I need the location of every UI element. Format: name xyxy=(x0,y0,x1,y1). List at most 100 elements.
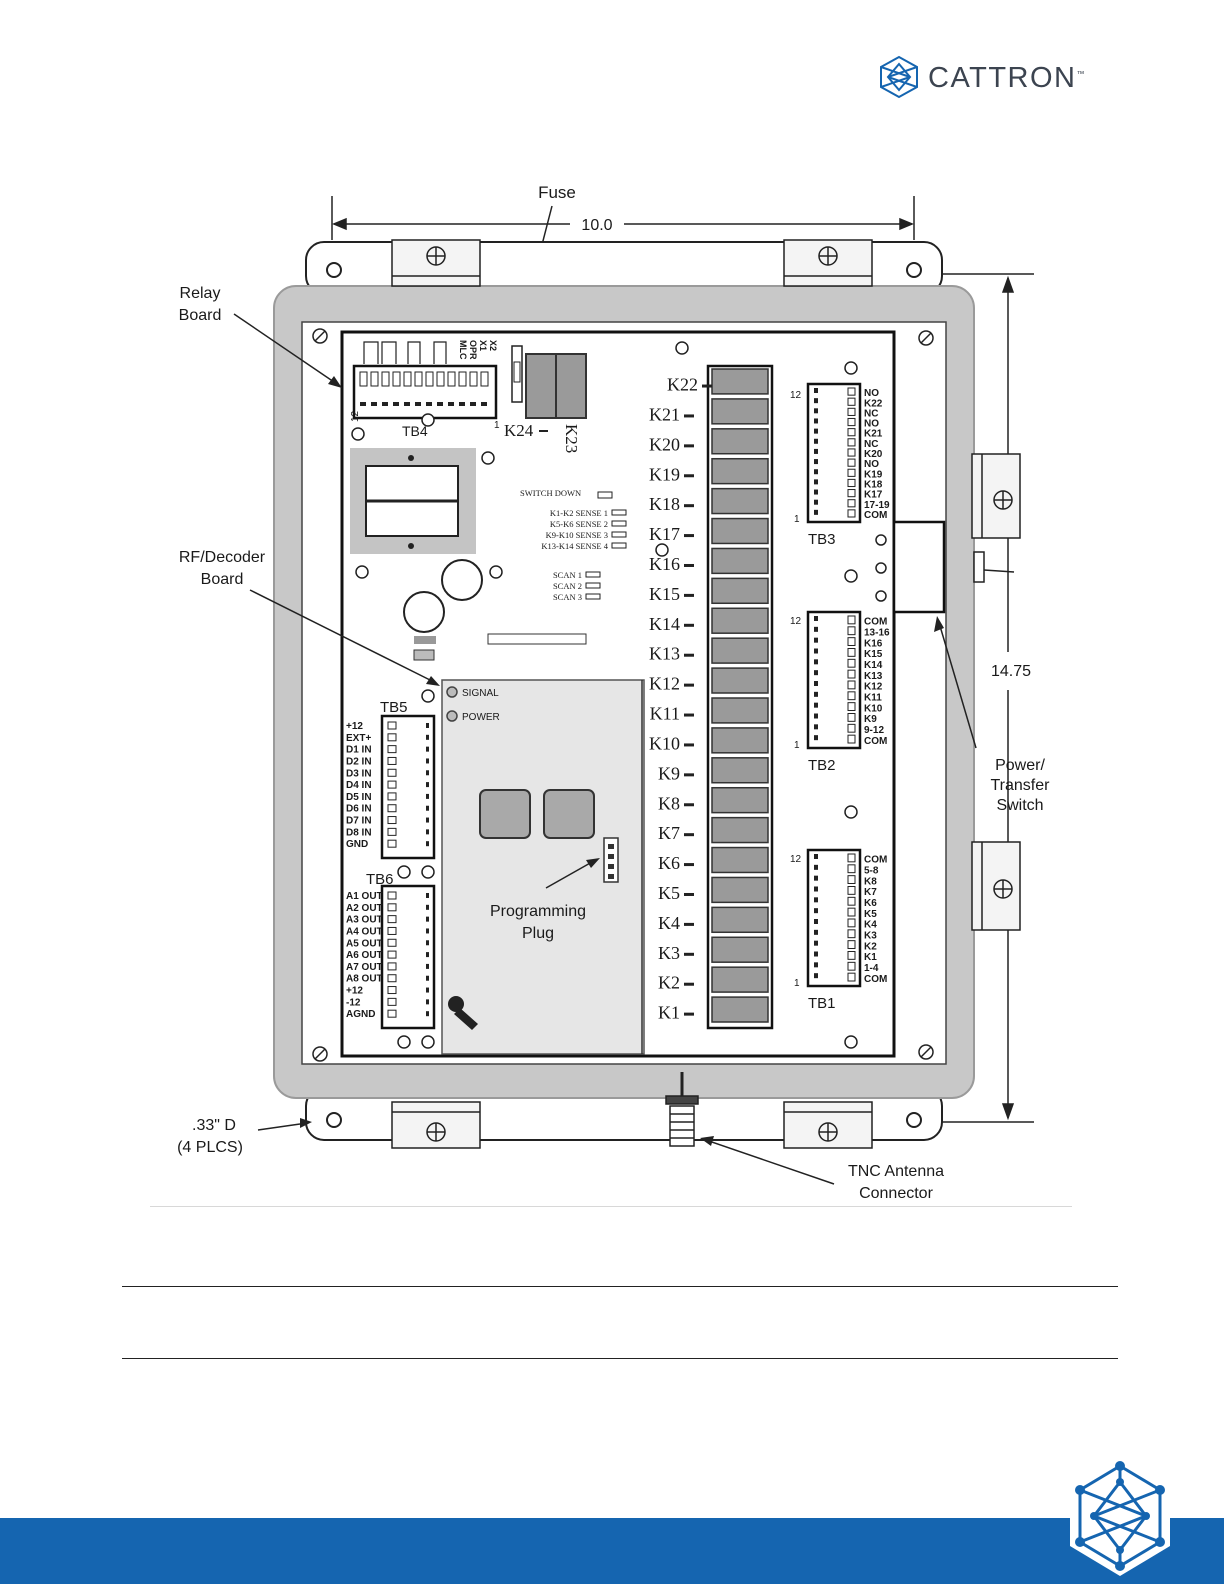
terminal-pin-label: AGND xyxy=(346,1009,375,1020)
power-led xyxy=(446,710,458,722)
terminal-pin xyxy=(847,397,856,406)
terminal-pin-label: K22 xyxy=(864,398,883,409)
terminal-pin xyxy=(387,950,397,959)
terminal-screw xyxy=(426,975,429,981)
relay-module xyxy=(711,996,769,1023)
relay-label: K13 xyxy=(649,644,680,664)
terminal-screw xyxy=(426,904,429,910)
terminal-pin-label: K7 xyxy=(864,887,877,898)
terminal-pin-label: D4 IN xyxy=(346,780,372,791)
rf-board-label-2: Board xyxy=(201,571,244,588)
cattron-mark-icon xyxy=(880,55,918,99)
terminal-pin xyxy=(847,448,856,457)
terminal-screw xyxy=(814,886,818,892)
terminal-pin-label: K8 xyxy=(864,876,877,887)
terminal-screw xyxy=(814,659,818,665)
tb4-pin xyxy=(458,371,467,387)
width-dim-label: 10.0 xyxy=(581,217,612,234)
relay-label: K14 xyxy=(649,614,680,634)
terminal-pin-label: A1 OUT xyxy=(346,891,383,902)
terminal-pin xyxy=(387,804,397,813)
relay-led xyxy=(684,683,694,687)
terminal-pin-label: D2 IN xyxy=(346,756,372,767)
terminal-screw xyxy=(814,864,818,870)
terminal-pin-label: K6 xyxy=(864,898,877,909)
terminal-screw xyxy=(814,388,818,393)
terminal-pin xyxy=(387,974,397,983)
terminal-screw xyxy=(814,479,818,485)
capacitor xyxy=(441,559,483,601)
relay-label: K3 xyxy=(658,943,680,963)
terminal-pin xyxy=(387,903,397,912)
terminal-screw xyxy=(814,637,818,643)
terminal-pin xyxy=(847,680,856,690)
terminal-pin xyxy=(847,940,856,950)
terminal-screw xyxy=(814,940,818,946)
terminal-pin xyxy=(847,713,856,722)
programming-plug xyxy=(603,837,619,883)
relay-led xyxy=(684,504,694,508)
tb3-num-bottom: 1 xyxy=(794,514,800,525)
relay-module xyxy=(711,846,769,874)
terminal-pin xyxy=(387,891,397,900)
tb4-pin-dot xyxy=(470,402,476,406)
terminal-pin-label: A3 OUT xyxy=(346,915,383,926)
tb1-num-top: 12 xyxy=(790,854,802,865)
terminal-screw xyxy=(814,691,818,697)
terminal-screw xyxy=(814,875,818,881)
terminal-pin-label: A8 OUT xyxy=(346,974,383,985)
tb2-num-top: 12 xyxy=(790,616,802,627)
terminal-pin xyxy=(847,468,856,477)
terminal-pin xyxy=(847,723,856,733)
terminal-pin-label: K9 xyxy=(864,714,877,725)
footer-bar xyxy=(0,1518,1224,1584)
terminal-screw xyxy=(814,681,818,686)
terminal-pin-label: +12 xyxy=(346,986,363,997)
terminal-pin xyxy=(847,626,856,636)
terminal-screw xyxy=(814,670,818,676)
rf-board-leader xyxy=(249,589,431,681)
terminal-pin xyxy=(847,637,856,647)
terminal-pin xyxy=(387,721,397,730)
tb4-num-right: 1 xyxy=(494,420,500,431)
terminal-screw xyxy=(426,928,429,934)
terminal-pin xyxy=(847,907,856,917)
brand-name: CATTRON™ xyxy=(928,62,1087,94)
terminal-screw xyxy=(426,817,429,823)
relay-label: K12 xyxy=(649,674,680,694)
terminal-pin-label: 5-8 xyxy=(864,866,879,877)
switch-down-label: SWITCH DOWN xyxy=(520,488,581,498)
relay-label: K1 xyxy=(658,1003,680,1023)
holes-label-2: (4 PLCS) xyxy=(177,1139,243,1156)
tb4-pin xyxy=(480,371,489,387)
tb4-pin-dot xyxy=(448,402,454,406)
scan-led xyxy=(585,593,601,600)
terminal-screw xyxy=(814,509,818,515)
sense-label: K9-K10 SENSE 3 xyxy=(546,530,608,540)
tb4-pin xyxy=(469,371,478,387)
terminal-pin-label: K19 xyxy=(864,469,883,480)
scan-label: SCAN 2 xyxy=(553,581,582,591)
tb4-pin-dot xyxy=(393,402,399,406)
terminal-pin xyxy=(847,615,856,625)
relay-module xyxy=(711,517,769,545)
terminal-screw xyxy=(814,973,818,979)
terminal-pin xyxy=(847,509,856,518)
mount-hole-icon xyxy=(326,1112,342,1128)
relay-led xyxy=(684,474,694,478)
terminal-pin xyxy=(847,387,856,396)
tb4-pin xyxy=(414,371,423,387)
relay-led xyxy=(684,743,694,747)
terminal-screw xyxy=(426,734,429,740)
terminal-pin xyxy=(847,438,856,447)
relay-module xyxy=(711,786,769,814)
terminal-pin-label: COM xyxy=(864,974,887,985)
terminal-pin xyxy=(847,478,856,488)
tb4-pin xyxy=(403,371,412,387)
toggle-switch-icon xyxy=(973,551,1015,583)
terminal-pin xyxy=(387,827,397,836)
mount-hole-icon xyxy=(906,262,922,278)
sense-led xyxy=(611,509,627,516)
